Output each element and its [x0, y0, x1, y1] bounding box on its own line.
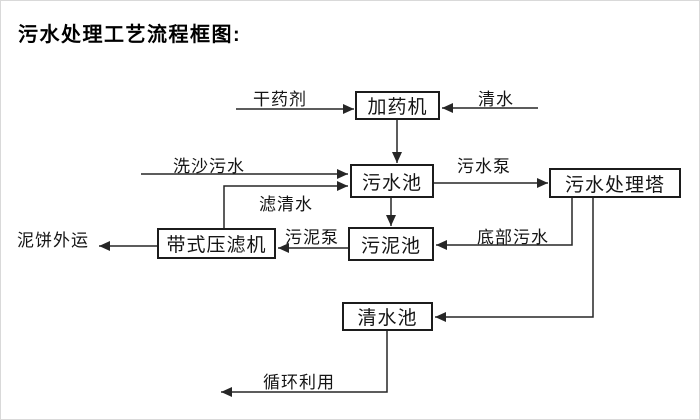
edge-label-sludge-pump: 污泥泵 [285, 228, 339, 247]
node-sewage-pool: 污水池 [350, 164, 434, 198]
node-belt-filter-press: 带式压滤机 [157, 228, 276, 259]
edge-label-bottom-sewage: 底部污水 [477, 228, 549, 247]
edge-label-clean-water: 清水 [478, 90, 514, 109]
node-dosing-machine: 加药机 [355, 91, 440, 120]
node-clean-water-pool: 清水池 [342, 302, 433, 331]
node-sludge-pool: 污泥池 [348, 227, 434, 261]
node-treatment-tower: 污水处理塔 [549, 168, 681, 198]
edge-label-recycle-use: 循环利用 [263, 373, 335, 392]
arrow-treatment-tower-to-clean-water-pool [435, 198, 594, 322]
page-title: 污水处理工艺流程框图: [18, 24, 242, 46]
arrow-recycle-use [221, 331, 388, 397]
arrow-bottom-sewage-to-sludge-pool [436, 198, 573, 250]
edge-label-sewage-pump: 污水泵 [457, 157, 511, 176]
arrow-filtered-water-to-sewage-pool [223, 181, 348, 228]
edge-label-mud-cake-outbound: 泥饼外运 [17, 231, 89, 250]
edge-label-filtered-water: 滤清水 [259, 195, 313, 214]
edge-label-sand-washing-sewage: 洗沙污水 [173, 157, 245, 176]
edge-label-dry-agent: 干药剂 [253, 90, 307, 109]
